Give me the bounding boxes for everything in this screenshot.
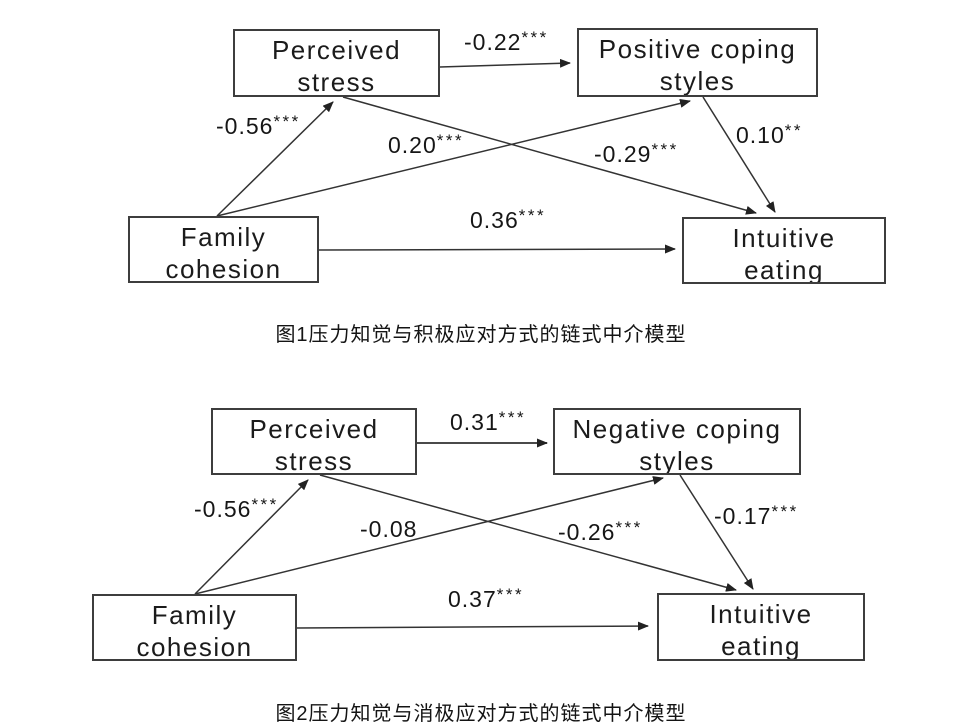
coef-family-to-stress-fig1: -0.56***	[216, 112, 301, 140]
coef-family-to-eating-fig2: 0.37***	[448, 585, 524, 613]
node-label: styles	[659, 66, 736, 96]
arrow-stress-to-coping-fig1	[439, 58, 571, 68]
coef-value: -0.17	[714, 503, 772, 529]
coef-value: 0.10	[736, 122, 785, 148]
node-label: cohesion	[136, 632, 253, 661]
node-family-cohesion-fig1: Family cohesion	[128, 216, 319, 283]
coef-significance: ***	[436, 131, 465, 150]
coef-value: -0.29	[594, 141, 652, 167]
arrow-family-to-stress-fig1	[216, 101, 334, 217]
arrow-family-to-eating-fig1	[318, 244, 676, 254]
node-label: Family	[151, 600, 238, 630]
coef-value: -0.56	[216, 113, 274, 139]
coef-significance: **	[784, 121, 803, 140]
arrow-family-to-coping-fig2	[194, 476, 664, 595]
node-label: Perceived	[271, 35, 402, 65]
arrow-stress-to-eating-fig1	[342, 96, 757, 215]
node-label: Negative coping	[572, 414, 782, 444]
node-negative-coping-fig2: Negative coping styles	[553, 408, 801, 475]
coef-family-to-coping-fig2: -0.08	[360, 515, 417, 543]
node-intuitive-eating-fig1: Intuitive eating	[682, 217, 886, 284]
coef-significance: ***	[521, 28, 549, 47]
coef-value: -0.22	[464, 29, 522, 55]
coef-value: -0.26	[558, 519, 616, 545]
coef-significance: ***	[615, 518, 643, 537]
coef-value: -0.56	[194, 496, 252, 522]
coef-significance: ***	[251, 495, 279, 514]
arrow-layer-fig2	[194, 438, 754, 631]
coef-stress-to-eating-fig2: -0.26***	[558, 518, 643, 546]
coef-coping-to-eating-fig2: -0.17***	[714, 502, 799, 530]
node-label: cohesion	[165, 254, 282, 283]
node-label: stress	[274, 446, 354, 475]
coef-stress-to-coping-fig1: -0.22***	[464, 28, 549, 56]
node-label: styles	[639, 446, 715, 475]
arrow-family-to-stress-fig2	[194, 479, 309, 595]
node-label: stress	[297, 67, 376, 97]
coef-value: 0.37	[448, 586, 497, 612]
node-label: Perceived	[249, 414, 379, 444]
mediation-diagram-negative-coping: Perceived stress Negative coping styles …	[0, 363, 962, 727]
coef-value: 0.31	[450, 409, 499, 435]
node-label: Intuitive	[709, 599, 813, 629]
coef-family-to-stress-fig2: -0.56***	[194, 495, 279, 523]
coef-significance: ***	[518, 206, 547, 225]
coef-significance: ***	[496, 585, 525, 604]
mediation-diagram-positive-coping: Perceived stress Positive coping styles …	[0, 0, 962, 363]
node-positive-coping-fig1: Positive coping styles	[577, 28, 818, 97]
coef-stress-to-eating-fig1: -0.29***	[594, 140, 679, 168]
node-family-cohesion-fig2: Family cohesion	[92, 594, 297, 661]
node-perceived-stress-fig2: Perceived stress	[211, 408, 417, 475]
coef-significance: ***	[651, 140, 679, 159]
coef-significance: ***	[273, 112, 301, 131]
coef-value: 0.20	[388, 132, 437, 158]
node-label: eating	[744, 255, 824, 284]
coef-family-to-eating-fig1: 0.36***	[470, 206, 546, 234]
arrow-stress-to-eating-fig2	[319, 474, 737, 592]
coef-significance: ***	[771, 502, 799, 521]
arrow-coping-to-eating-fig2	[679, 474, 754, 590]
coef-value: 0.36	[470, 207, 519, 233]
arrow-family-to-eating-fig2	[296, 621, 649, 631]
arrow-layer-fig1	[216, 58, 776, 254]
node-intuitive-eating-fig2: Intuitive eating	[657, 593, 865, 661]
figure2-caption: 图2压力知觉与消极应对方式的链式中介模型	[275, 703, 687, 725]
node-label: Positive coping	[598, 34, 797, 64]
figure1-caption: 图1压力知觉与积极应对方式的链式中介模型	[275, 324, 687, 346]
coef-family-to-coping-fig1: 0.20***	[388, 131, 464, 159]
coef-coping-to-eating-fig1: 0.10**	[736, 121, 803, 149]
arrow-family-to-coping-fig1	[216, 98, 691, 217]
arrow-coping-to-eating-fig1	[702, 96, 776, 213]
coef-stress-to-coping-fig2: 0.31***	[450, 408, 526, 436]
node-perceived-stress-fig1: Perceived stress	[233, 29, 440, 97]
node-label: eating	[721, 631, 801, 661]
node-label: Family	[180, 222, 267, 252]
coef-significance: ***	[498, 408, 527, 427]
node-label: Intuitive	[732, 223, 836, 253]
coef-value: -0.08	[360, 516, 418, 542]
